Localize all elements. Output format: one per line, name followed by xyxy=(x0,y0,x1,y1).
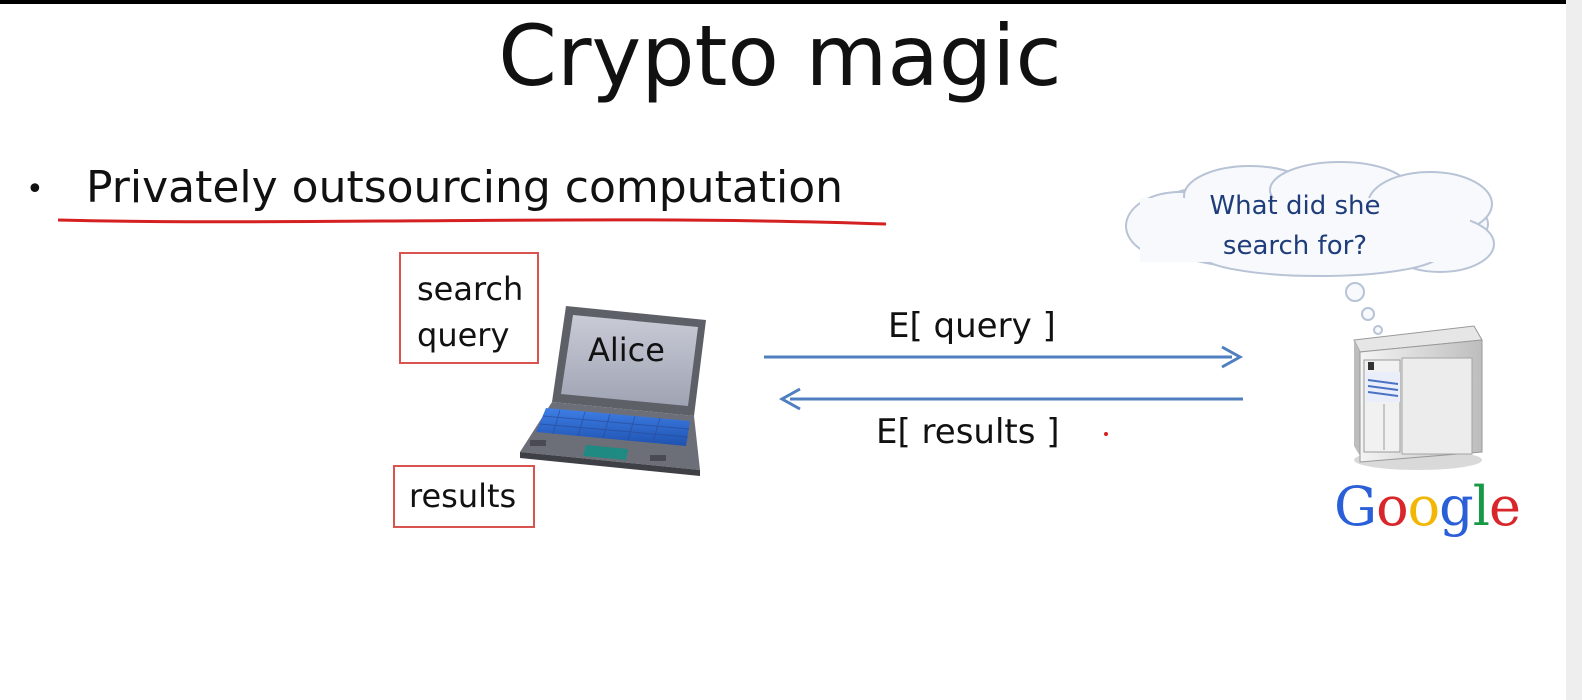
results-box: results xyxy=(393,465,535,528)
search-query-box: search query xyxy=(399,252,539,364)
arrow-to-client xyxy=(778,387,1243,411)
encrypted-query-label: E[ query ] xyxy=(888,306,1056,346)
bullet-underline xyxy=(57,218,887,226)
logo-letter: o xyxy=(1376,475,1409,538)
thought-text: What did she search for? xyxy=(1150,186,1440,266)
laptop-icon xyxy=(520,306,706,476)
search-query-line: query xyxy=(417,316,510,354)
pen-mark xyxy=(1104,432,1108,436)
top-border xyxy=(0,0,1582,4)
arrow-to-server xyxy=(764,345,1244,369)
server-icon xyxy=(1353,325,1483,470)
google-logo: Google xyxy=(1334,475,1521,538)
logo-letter: G xyxy=(1334,475,1377,538)
slide-title: Crypto magic xyxy=(498,7,1062,105)
logo-letter: e xyxy=(1489,475,1521,538)
search-query-line: search xyxy=(417,270,524,308)
logo-letter: l xyxy=(1472,475,1490,538)
thought-line: search for? xyxy=(1222,231,1368,261)
logo-letter: o xyxy=(1407,475,1441,538)
logo-letter: g xyxy=(1439,475,1474,538)
results-label: results xyxy=(409,477,517,515)
encrypted-results-label: E[ results ] xyxy=(876,412,1060,452)
bullet-text: Privately outsourcing computation xyxy=(86,162,844,213)
laptop-label: Alice xyxy=(588,331,665,369)
bullet-marker: • xyxy=(26,172,44,207)
thought-line: What did she xyxy=(1209,191,1381,221)
right-margin xyxy=(1566,0,1582,700)
